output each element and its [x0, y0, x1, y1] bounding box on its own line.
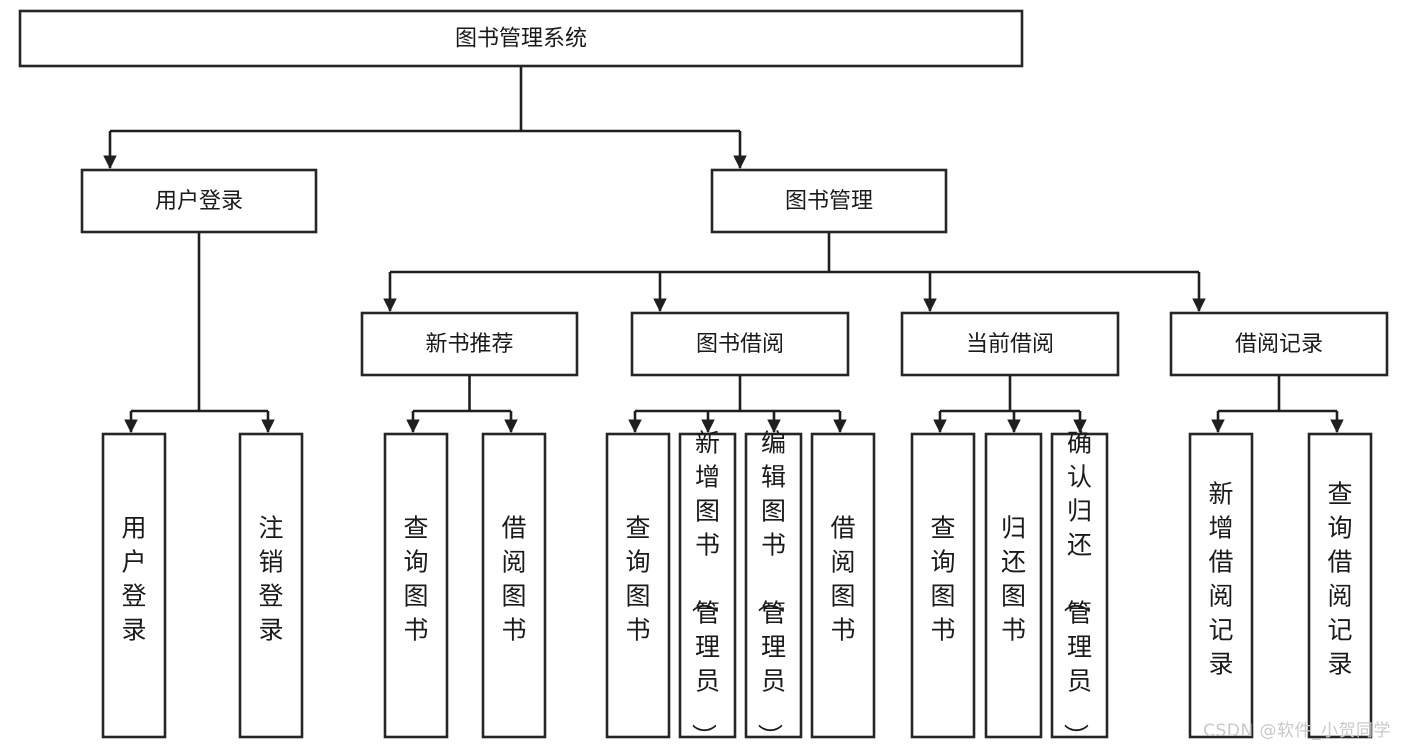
node-leaf-query-book-rec-label: 查询图书: [403, 514, 428, 645]
node-leaf-return-book[interactable]: 归还图书: [984, 432, 1043, 739]
node-borrow-record-rect[interactable]: [1169, 311, 1389, 377]
node-leaf-borrow-book-rect[interactable]: [810, 432, 876, 739]
node-leaf-return-book-rect[interactable]: [984, 432, 1043, 739]
node-leaf-confirm-return-label: 确认归还（管理员）: [1061, 429, 1092, 747]
node-leaf-user-login-rect[interactable]: [101, 432, 167, 739]
node-leaf-user-logout-rect[interactable]: [238, 432, 304, 739]
node-leaf-edit-book-label: 编辑图书（管理员）: [755, 429, 786, 747]
edge-bookmanage-to-level3: [383, 232, 1206, 313]
node-book-manage-rect[interactable]: [710, 168, 948, 234]
node-leaf-query-record[interactable]: 查询借阅记录: [1307, 432, 1373, 739]
node-leaf-user-login-label: 用户登录: [121, 514, 146, 645]
node-leaf-add-record-label: 新增借阅记录: [1208, 480, 1233, 679]
node-leaf-confirm-return[interactable]: 确认归还（管理员）: [1050, 429, 1109, 747]
csdn-watermark: CSDN @软件_小贺同学: [1203, 721, 1391, 741]
node-leaf-add-book-label: 新增图书（管理员）: [689, 429, 720, 747]
node-leaf-user-logout[interactable]: 注销登录: [238, 432, 304, 739]
node-new-book-rec-label: 新书推荐: [425, 332, 513, 357]
node-leaf-query-book-current[interactable]: 查询图书: [910, 432, 976, 739]
node-new-book-rec[interactable]: 新书推荐: [360, 311, 579, 377]
edge-root-to-level2: [103, 66, 747, 170]
node-root-book-management-system-rect[interactable]: [18, 9, 1024, 68]
node-root-book-management-system[interactable]: 图书管理系统: [18, 9, 1024, 68]
node-leaf-query-record-label: 查询借阅记录: [1327, 480, 1352, 679]
node-leaf-query-book-current-rect[interactable]: [910, 432, 976, 739]
node-borrow-record[interactable]: 借阅记录: [1169, 311, 1389, 377]
node-leaf-query-book-borrow-label: 查询图书: [625, 514, 650, 645]
node-leaf-borrow-book-label: 借阅图书: [830, 514, 855, 645]
node-root-book-management-system-label: 图书管理系统: [455, 27, 587, 52]
node-leaf-borrow-book-rec-rect[interactable]: [481, 432, 547, 739]
node-new-book-rec-rect[interactable]: [360, 311, 579, 377]
edge-borrow-record-to-leaves: [1211, 375, 1344, 434]
node-leaf-edit-book-rect[interactable]: [744, 432, 803, 739]
node-current-borrow-rect[interactable]: [900, 311, 1120, 377]
node-leaf-borrow-book-rec[interactable]: 借阅图书: [481, 432, 547, 739]
node-book-manage-label: 图书管理: [785, 189, 873, 214]
node-leaf-add-book-rect[interactable]: [678, 432, 737, 739]
node-book-borrow-rect[interactable]: [630, 311, 850, 377]
node-user-login-label: 用户登录: [155, 189, 243, 214]
node-user-login-rect[interactable]: [80, 168, 318, 234]
edge-user-login-to-leaves: [124, 232, 275, 434]
node-leaf-add-book[interactable]: 新增图书（管理员）: [678, 429, 737, 747]
node-leaf-query-book-current-label: 查询图书: [930, 514, 955, 645]
node-leaf-borrow-book-rec-label: 借阅图书: [501, 514, 526, 645]
edge-book-borrow-to-leaves: [628, 375, 847, 434]
node-leaf-user-logout-label: 注销登录: [258, 514, 283, 645]
node-leaf-edit-book[interactable]: 编辑图书（管理员）: [744, 429, 803, 747]
node-book-manage[interactable]: 图书管理: [710, 168, 948, 234]
node-leaf-add-record[interactable]: 新增借阅记录: [1188, 432, 1254, 739]
node-borrow-record-label: 借阅记录: [1235, 332, 1323, 357]
node-book-borrow-label: 图书借阅: [696, 332, 784, 357]
node-book-borrow[interactable]: 图书借阅: [630, 311, 850, 377]
node-leaf-query-book-borrow-rect[interactable]: [605, 432, 671, 739]
node-leaf-add-record-rect[interactable]: [1188, 432, 1254, 739]
edges-layer: [103, 66, 1344, 434]
node-user-login[interactable]: 用户登录: [80, 168, 318, 234]
node-leaf-query-record-rect[interactable]: [1307, 432, 1373, 739]
node-leaf-confirm-return-rect[interactable]: [1050, 432, 1109, 739]
node-leaf-return-book-label: 归还图书: [1001, 514, 1026, 645]
node-leaf-query-book-borrow[interactable]: 查询图书: [605, 432, 671, 739]
node-current-borrow-label: 当前借阅: [966, 332, 1054, 357]
node-current-borrow[interactable]: 当前借阅: [900, 311, 1120, 377]
node-leaf-user-login[interactable]: 用户登录: [101, 432, 167, 739]
node-leaf-borrow-book[interactable]: 借阅图书: [810, 432, 876, 739]
node-leaf-query-book-rec[interactable]: 查询图书: [383, 432, 449, 739]
edge-new-book-rec-to-leaves: [406, 375, 518, 434]
edge-current-borrow-to-leaves: [933, 375, 1087, 434]
node-leaf-query-book-rec-rect[interactable]: [383, 432, 449, 739]
nodes-layer: 图书管理系统用户登录图书管理新书推荐图书借阅当前借阅借阅记录用户登录注销登录查询…: [18, 9, 1389, 747]
